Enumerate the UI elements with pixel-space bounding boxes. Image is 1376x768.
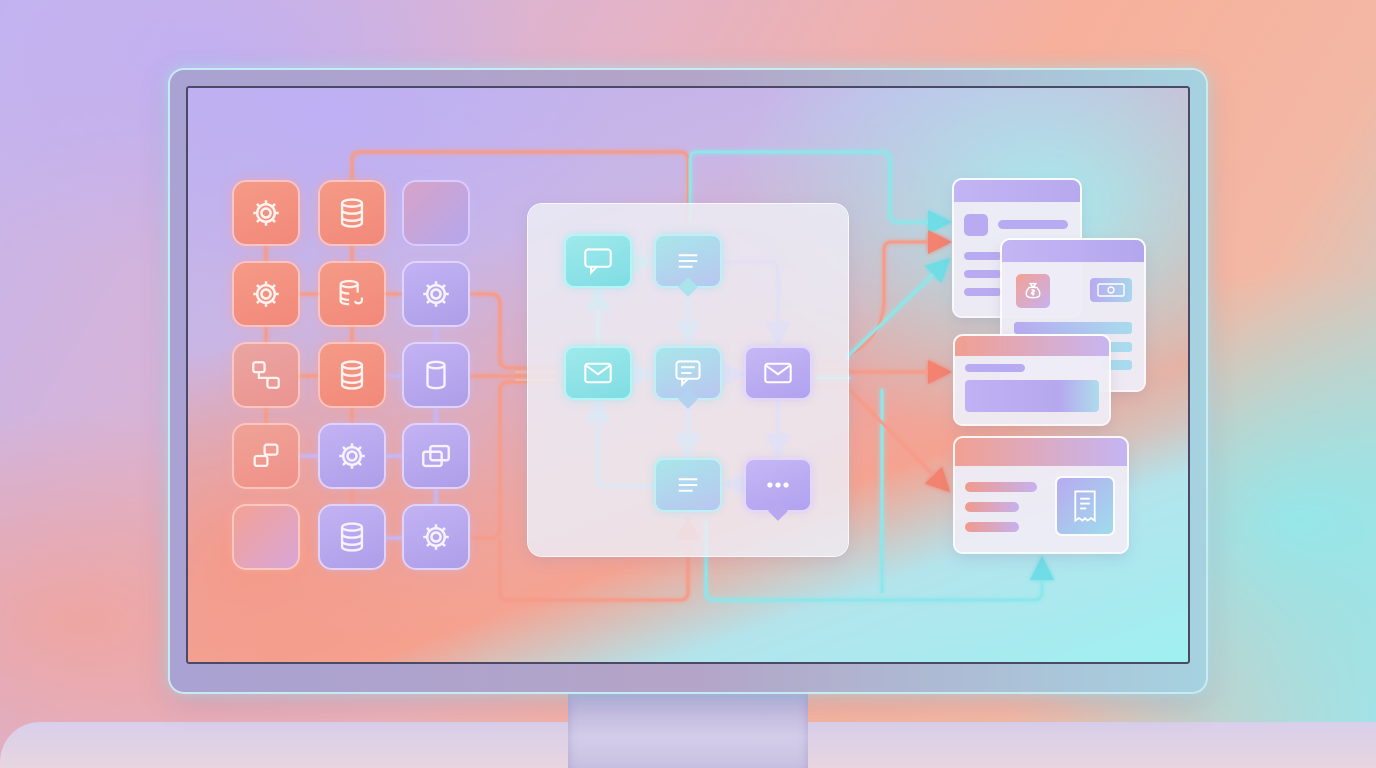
document-icon: [678, 478, 698, 492]
tile-cylinder[interactable]: [404, 344, 468, 406]
output-card-summary[interactable]: [955, 336, 1109, 424]
tile-database[interactable]: [320, 506, 384, 568]
flow-icon: [253, 443, 279, 468]
node-mail[interactable]: [566, 348, 630, 398]
tile-database-sync[interactable]: [320, 263, 384, 325]
message-icon: [675, 360, 701, 388]
banknote-icon: [1090, 278, 1132, 302]
cylinder-icon: [426, 360, 446, 390]
node-chat[interactable]: [566, 236, 630, 286]
chat-icon: [584, 248, 612, 276]
database-icon: [340, 198, 364, 228]
flow-icon: [252, 361, 280, 389]
database-sync-icon: [339, 279, 364, 306]
windows-icon: [422, 444, 450, 468]
monitor-stand: [568, 690, 808, 768]
gear-icon: [423, 281, 449, 307]
receipt-icon: [1057, 478, 1113, 534]
tile-flow[interactable]: [234, 344, 298, 406]
node-mail[interactable]: [746, 348, 810, 398]
gear-icon: [423, 524, 449, 550]
tile-gear[interactable]: [234, 263, 298, 325]
tile-gear[interactable]: [234, 182, 298, 244]
tile-gear[interactable]: [404, 506, 468, 568]
gear-icon: [339, 443, 365, 469]
database-icon: [340, 522, 364, 552]
tile-empty[interactable]: [234, 506, 298, 568]
gear-icon: [253, 200, 279, 226]
ellipsis-chat-icon: [767, 482, 789, 488]
tile-flow[interactable]: [234, 425, 298, 487]
money-bag-icon: [1016, 274, 1050, 308]
tile-empty[interactable]: [404, 182, 468, 244]
tile-database[interactable]: [320, 182, 384, 244]
tile-gear[interactable]: [320, 425, 384, 487]
mail-icon: [764, 362, 792, 384]
tile-gear[interactable]: [404, 263, 468, 325]
tile-database[interactable]: [320, 344, 384, 406]
output-card-receipt[interactable]: [955, 438, 1127, 552]
database-icon: [340, 360, 364, 390]
node-document[interactable]: [656, 460, 720, 510]
mail-icon: [584, 362, 612, 384]
tile-windows[interactable]: [404, 425, 468, 487]
document-chat-icon: [678, 254, 698, 268]
gear-icon: [253, 281, 279, 307]
